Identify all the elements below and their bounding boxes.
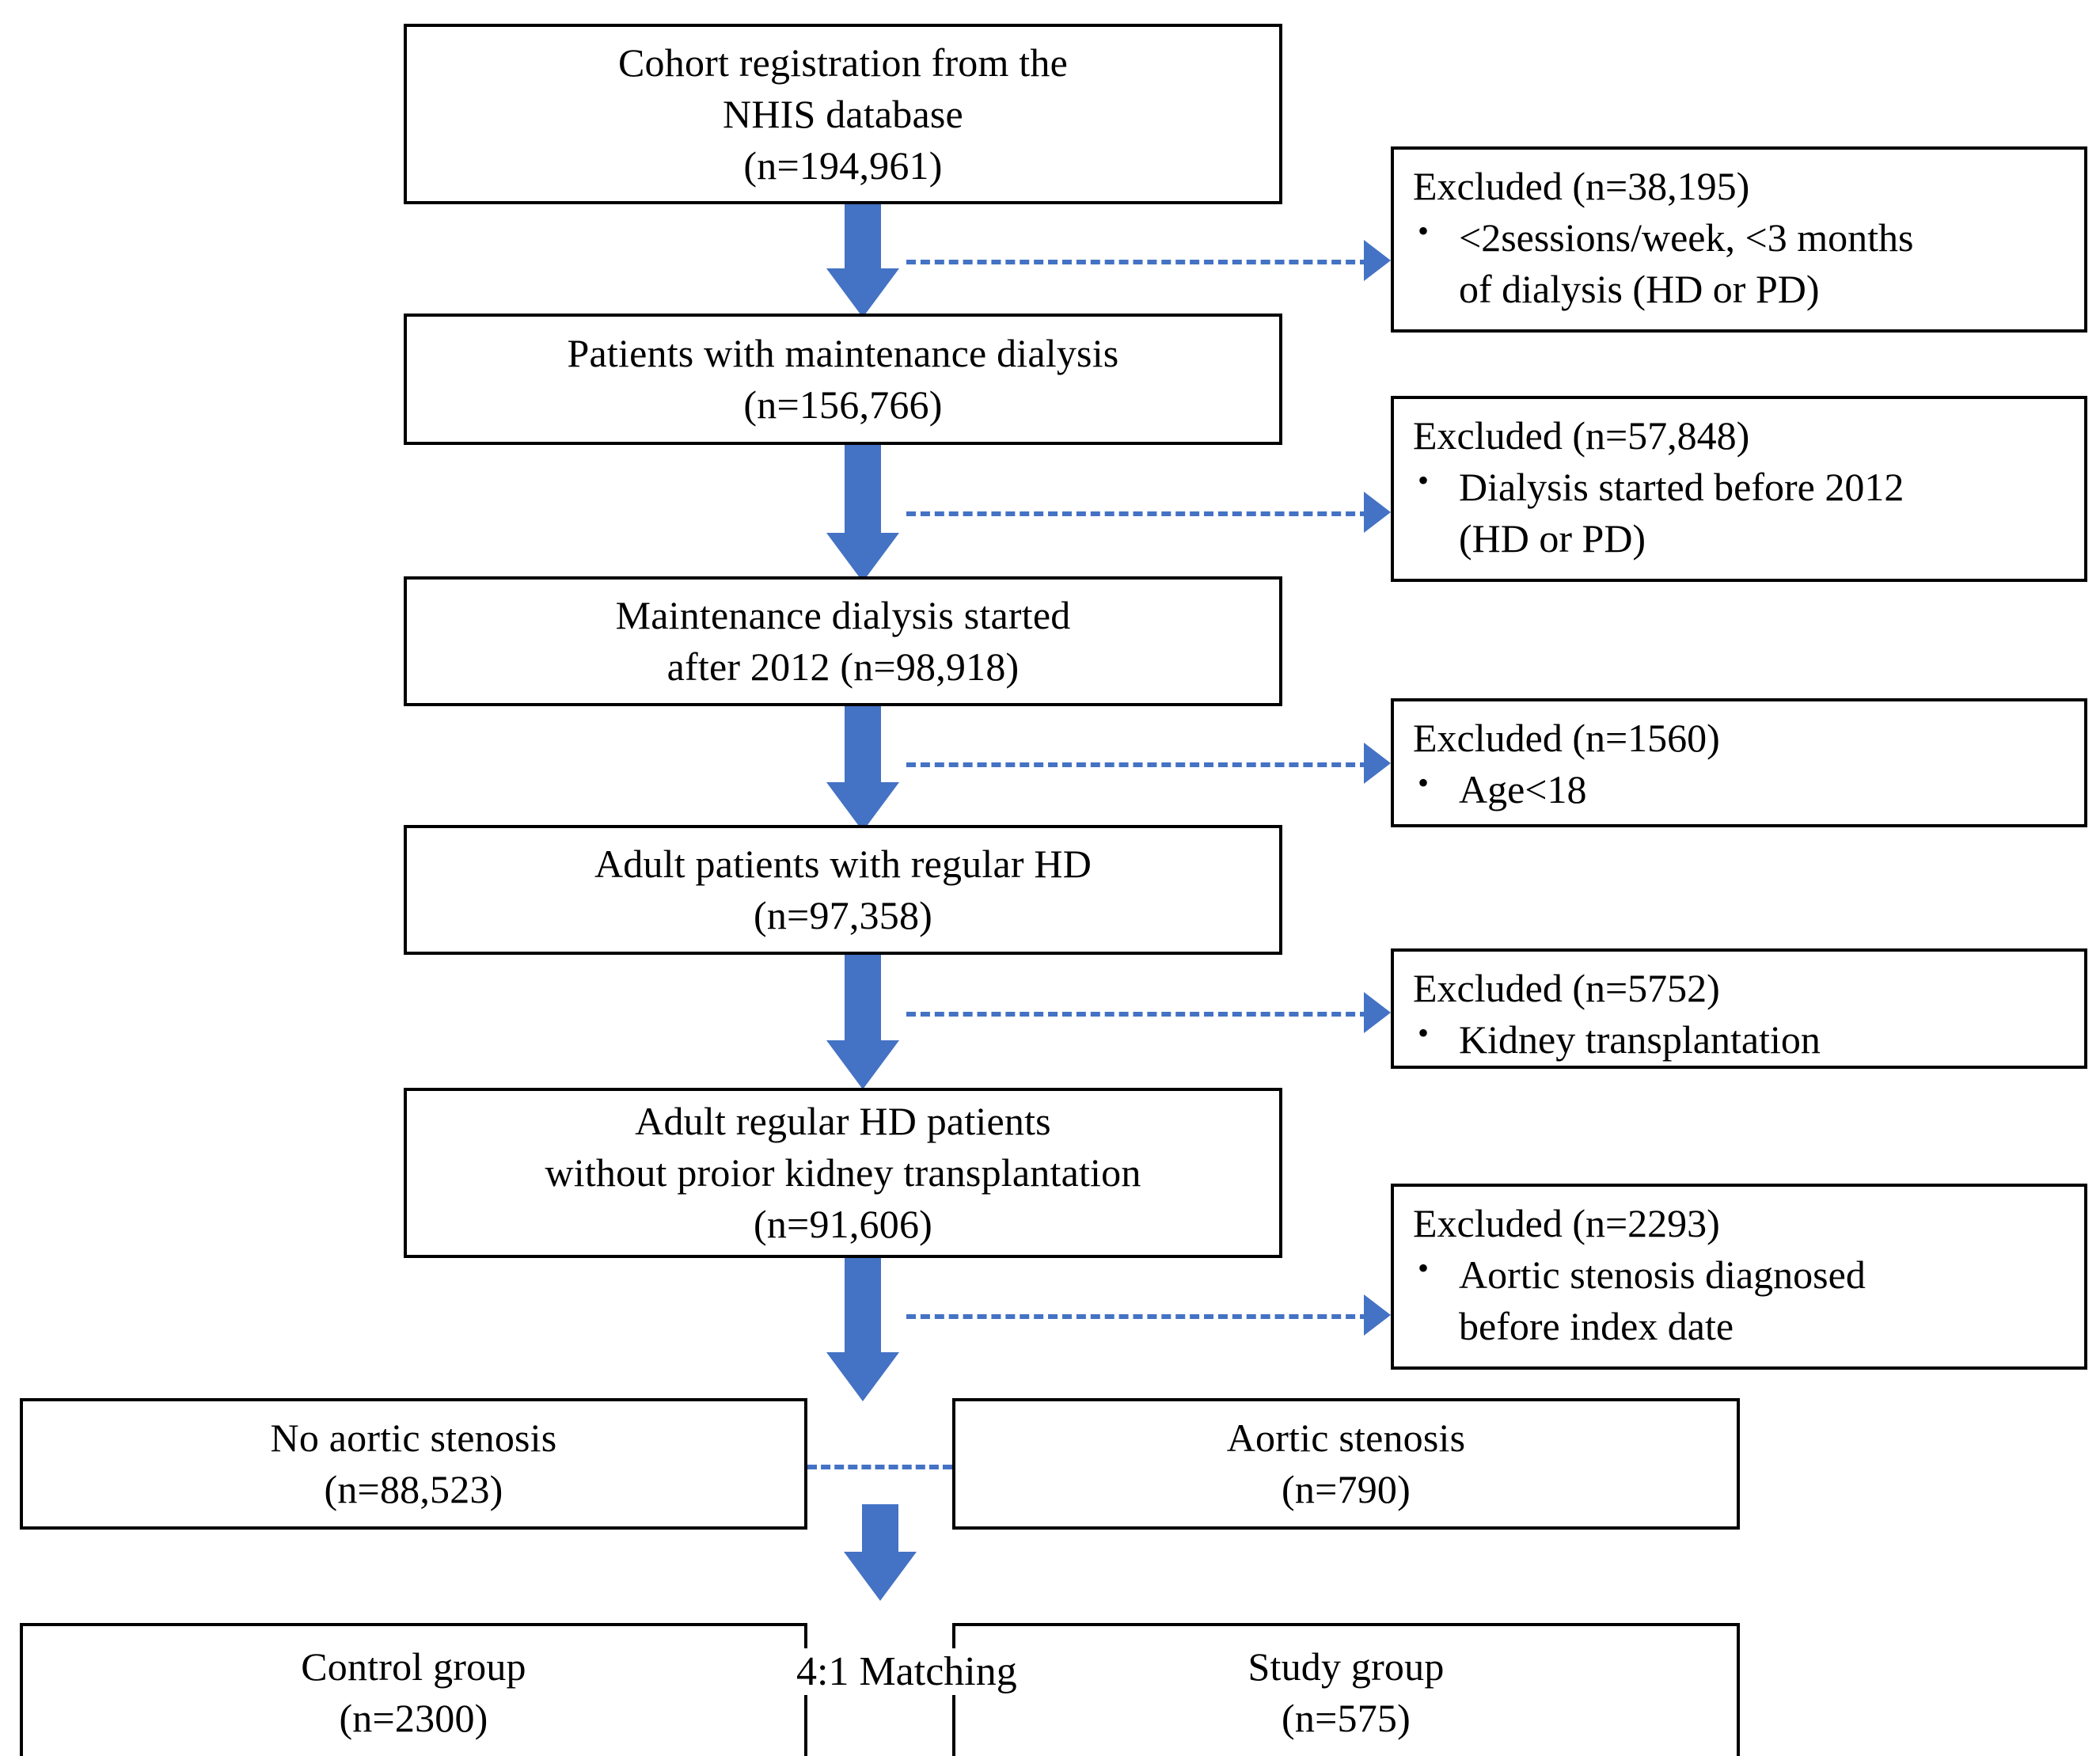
arrow-head xyxy=(826,1040,899,1089)
flow-box-line: (n=97,358) xyxy=(754,893,932,937)
exclusion-bullet: Aortic stenosis diagnosed before index d… xyxy=(1413,1248,2076,1352)
dashed-arrow-head-3 xyxy=(1364,743,1391,784)
flow-box-line: after 2012 (n=98,918) xyxy=(666,644,1020,689)
dashed-connector-split xyxy=(807,1465,952,1469)
arrow-head xyxy=(826,533,899,582)
dashed-arrow-head-2 xyxy=(1364,492,1391,533)
exclusion-bullet-list: Dialysis started before 2012 (HD or PD) xyxy=(1413,460,2076,564)
arrow-shaft xyxy=(845,953,881,1044)
exclusion-title: Excluded (n=38,195) xyxy=(1413,164,1750,208)
flow-box-line: NHIS database xyxy=(723,91,963,136)
exclusion-bullet: <2sessions/week, <3 months of dialysis (… xyxy=(1413,211,2076,315)
flow-box-maintenance-dialysis: Patients with maintenance dialysis (n=15… xyxy=(404,314,1282,445)
flow-box-line: Study group xyxy=(1247,1644,1445,1689)
exclusion-title: Excluded (n=2293) xyxy=(1413,1201,1720,1245)
down-arrow-4 xyxy=(814,953,912,1089)
bullet-line: <2sessions/week, <3 months xyxy=(1459,215,1914,260)
bullet-line: (HD or PD) xyxy=(1459,516,1646,561)
bullet-line: Age<18 xyxy=(1459,767,1587,811)
down-arrow-3 xyxy=(814,705,912,831)
arrow-head xyxy=(826,782,899,831)
flow-box-control-group: Control group (n=2300) xyxy=(20,1623,807,1756)
flow-box-line: Adult regular HD patients xyxy=(635,1099,1051,1143)
exclusion-box-excluded-prior-as: Excluded (n=2293) Aortic stenosis diagno… xyxy=(1391,1184,2087,1370)
flow-box-no-prior-transplant: Adult regular HD patients without proior… xyxy=(404,1088,1282,1258)
flow-box-line: without proior kidney transplantation xyxy=(545,1150,1141,1195)
exclusion-bullet-list: Age<18 xyxy=(1413,762,2076,815)
arrow-head xyxy=(826,268,899,317)
bullet-line: Aortic stenosis diagnosed xyxy=(1459,1252,1866,1297)
flow-box-no-aortic-stenosis: No aortic stenosis (n=88,523) xyxy=(20,1398,807,1530)
flow-box-adult-regular-hd: Adult patients with regular HD (n=97,358… xyxy=(404,825,1282,955)
matching-label: 4:1 Matching xyxy=(792,1648,1022,1695)
exclusion-title: Excluded (n=5752) xyxy=(1413,966,1720,1010)
exclusion-box-excluded-before-2012: Excluded (n=57,848) Dialysis started bef… xyxy=(1391,396,2087,582)
flow-box-line: (n=194,961) xyxy=(743,143,943,188)
bullet-line: Dialysis started before 2012 xyxy=(1459,465,1904,509)
flow-box-line: (n=88,523) xyxy=(324,1467,503,1511)
arrow-head xyxy=(844,1552,917,1601)
flow-box-line: (n=2300) xyxy=(339,1695,488,1740)
flow-box-line: (n=156,766) xyxy=(743,382,943,427)
flow-box-aortic-stenosis: Aortic stenosis (n=790) xyxy=(952,1398,1740,1530)
exclusion-bullet-list: Kidney transplantation xyxy=(1413,1013,2076,1066)
flow-box-line: Aortic stenosis xyxy=(1226,1416,1466,1460)
bullet-line: of dialysis (HD or PD) xyxy=(1459,267,1820,311)
arrow-shaft xyxy=(845,203,881,272)
exclusion-title: Excluded (n=57,848) xyxy=(1413,413,1750,458)
dashed-connector-2 xyxy=(906,511,1369,516)
bullet-line: before index date xyxy=(1459,1304,1734,1348)
dashed-connector-3 xyxy=(906,762,1369,767)
flow-box-dialysis-after-2012: Maintenance dialysis started after 2012 … xyxy=(404,576,1282,706)
exclusion-bullet: Age<18 xyxy=(1413,762,2076,815)
down-arrow-1 xyxy=(814,203,912,317)
flow-box-cohort-registration: Cohort registration from the NHIS databa… xyxy=(404,24,1282,204)
dashed-arrow-head-5 xyxy=(1364,1294,1391,1336)
bullet-line: Kidney transplantation xyxy=(1459,1017,1821,1062)
flow-box-line: No aortic stenosis xyxy=(270,1416,557,1460)
exclusion-bullet-list: Aortic stenosis diagnosed before index d… xyxy=(1413,1248,2076,1352)
flow-box-line: (n=790) xyxy=(1282,1467,1411,1511)
arrow-shaft xyxy=(845,443,881,537)
down-arrow-2 xyxy=(814,443,912,582)
dashed-connector-5 xyxy=(906,1314,1369,1319)
flow-box-study-group: Study group (n=575) xyxy=(952,1623,1740,1756)
flow-box-line: Maintenance dialysis started xyxy=(615,593,1071,637)
arrow-shaft xyxy=(845,705,881,786)
dashed-arrow-head-1 xyxy=(1364,240,1391,281)
flow-box-line: Adult patients with regular HD xyxy=(594,842,1092,886)
down-arrow-6 xyxy=(831,1504,929,1601)
exclusion-box-excluded-transplant: Excluded (n=5752) Kidney transplantation xyxy=(1391,948,2087,1069)
dashed-arrow-head-4 xyxy=(1364,992,1391,1033)
exclusion-box-excluded-sessions: Excluded (n=38,195) <2sessions/week, <3 … xyxy=(1391,146,2087,333)
flow-box-line: Control group xyxy=(301,1644,526,1689)
arrow-shaft xyxy=(845,1257,881,1356)
arrow-head xyxy=(826,1352,899,1401)
exclusion-title: Excluded (n=1560) xyxy=(1413,716,1720,760)
exclusion-bullet: Dialysis started before 2012 (HD or PD) xyxy=(1413,460,2076,564)
flow-box-line: Patients with maintenance dialysis xyxy=(567,331,1119,375)
exclusion-bullet-list: <2sessions/week, <3 months of dialysis (… xyxy=(1413,211,2076,315)
flow-box-line: (n=575) xyxy=(1282,1695,1411,1740)
dashed-connector-1 xyxy=(906,260,1369,264)
exclusion-box-excluded-age: Excluded (n=1560) Age<18 xyxy=(1391,698,2087,827)
exclusion-bullet: Kidney transplantation xyxy=(1413,1013,2076,1066)
down-arrow-5 xyxy=(814,1257,912,1401)
arrow-shaft xyxy=(862,1504,898,1558)
dashed-connector-4 xyxy=(906,1012,1369,1017)
flow-box-line: Cohort registration from the xyxy=(618,40,1068,85)
flow-box-line: (n=91,606) xyxy=(754,1202,932,1246)
